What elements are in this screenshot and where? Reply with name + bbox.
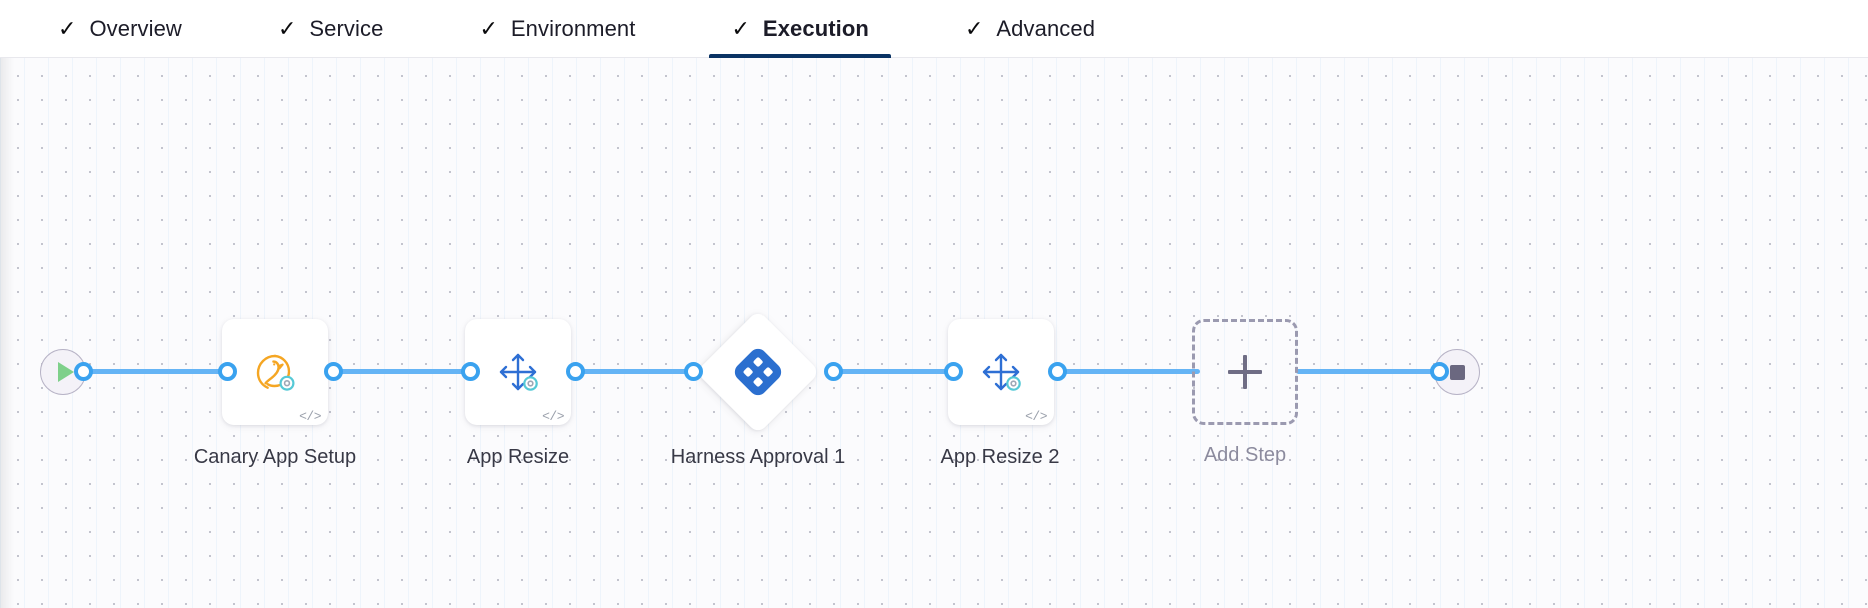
connector-dot[interactable]: [324, 362, 343, 381]
pipeline-tab-bar: ✓ Overview ✓ Service ✓ Environment ✓ Exe…: [0, 0, 1868, 58]
check-icon: ✓: [479, 15, 498, 41]
step-label-app-resize-2: App Resize 2: [940, 446, 1060, 468]
step-label-harness-approval-1: Harness Approval 1: [670, 446, 846, 468]
connector-line: [832, 369, 954, 374]
step-label-app-resize: App Resize: [466, 446, 570, 468]
tab-label: Overview: [89, 15, 182, 41]
play-icon: [57, 362, 74, 382]
step-label-canary-app-setup: Canary App Setup: [193, 446, 357, 468]
tab-label: Service: [309, 15, 384, 41]
tab-execution[interactable]: ✓ Execution: [709, 0, 892, 58]
pipeline-canvas[interactable]: </> Canary App Setup: [0, 58, 1868, 608]
tab-environment[interactable]: ✓ Environment: [457, 0, 657, 58]
add-step-button[interactable]: [1192, 319, 1298, 425]
connector-dot[interactable]: [74, 362, 93, 381]
resize-arrows-icon: [982, 353, 1021, 391]
step-node-app-resize-2[interactable]: </>: [948, 319, 1054, 425]
check-icon: ✓: [731, 15, 750, 41]
resize-arrows-icon: [499, 353, 538, 391]
step-icon-wrap: [948, 319, 1054, 425]
tab-service[interactable]: ✓ Service: [256, 0, 406, 58]
tab-advanced[interactable]: ✓ Advanced: [943, 0, 1117, 58]
check-icon: ✓: [964, 15, 984, 41]
step-icon-wrap: [222, 319, 328, 425]
harness-diamond-icon: [734, 348, 782, 396]
step-node-canary-app-setup[interactable]: </>: [222, 319, 328, 425]
check-icon: ✓: [277, 15, 297, 41]
tab-label: Advanced: [996, 15, 1096, 41]
connector-dot[interactable]: [824, 362, 843, 381]
stop-icon: [1449, 364, 1465, 380]
connector-line: [1054, 369, 1200, 374]
step-icon-wrap: [465, 319, 571, 425]
connector-dot[interactable]: [1048, 362, 1067, 381]
add-step-label: Add Step: [1203, 444, 1287, 466]
connector-dot[interactable]: [1430, 362, 1449, 381]
code-yaml-icon[interactable]: </>: [299, 409, 321, 424]
step-node-app-resize[interactable]: </>: [465, 319, 571, 425]
plus-icon: [1243, 355, 1247, 389]
connector-line: [1296, 369, 1460, 374]
connector-dot[interactable]: [684, 362, 703, 381]
connector-dot[interactable]: [566, 362, 585, 381]
connector-dot[interactable]: [461, 362, 480, 381]
check-icon: ✓: [58, 15, 77, 41]
connector-line: [78, 369, 230, 374]
code-yaml-icon[interactable]: </>: [542, 409, 564, 424]
approval-node-harness-approval-1[interactable]: [695, 309, 821, 435]
canary-bird-icon: [256, 354, 295, 391]
connector-line: [572, 369, 694, 374]
tab-label: Environment: [510, 15, 636, 41]
pipeline-start-node[interactable]: [40, 349, 86, 395]
connector-dot[interactable]: [218, 362, 237, 381]
tab-overview[interactable]: ✓ Overview: [36, 0, 204, 58]
connector-line: [330, 369, 472, 374]
pipeline-flow: </> Canary App Setup: [0, 58, 1868, 608]
tab-label: Execution: [762, 15, 869, 41]
connector-dot[interactable]: [944, 362, 963, 381]
approval-icon-wrap: [714, 328, 802, 416]
code-yaml-icon[interactable]: </>: [1025, 409, 1047, 424]
